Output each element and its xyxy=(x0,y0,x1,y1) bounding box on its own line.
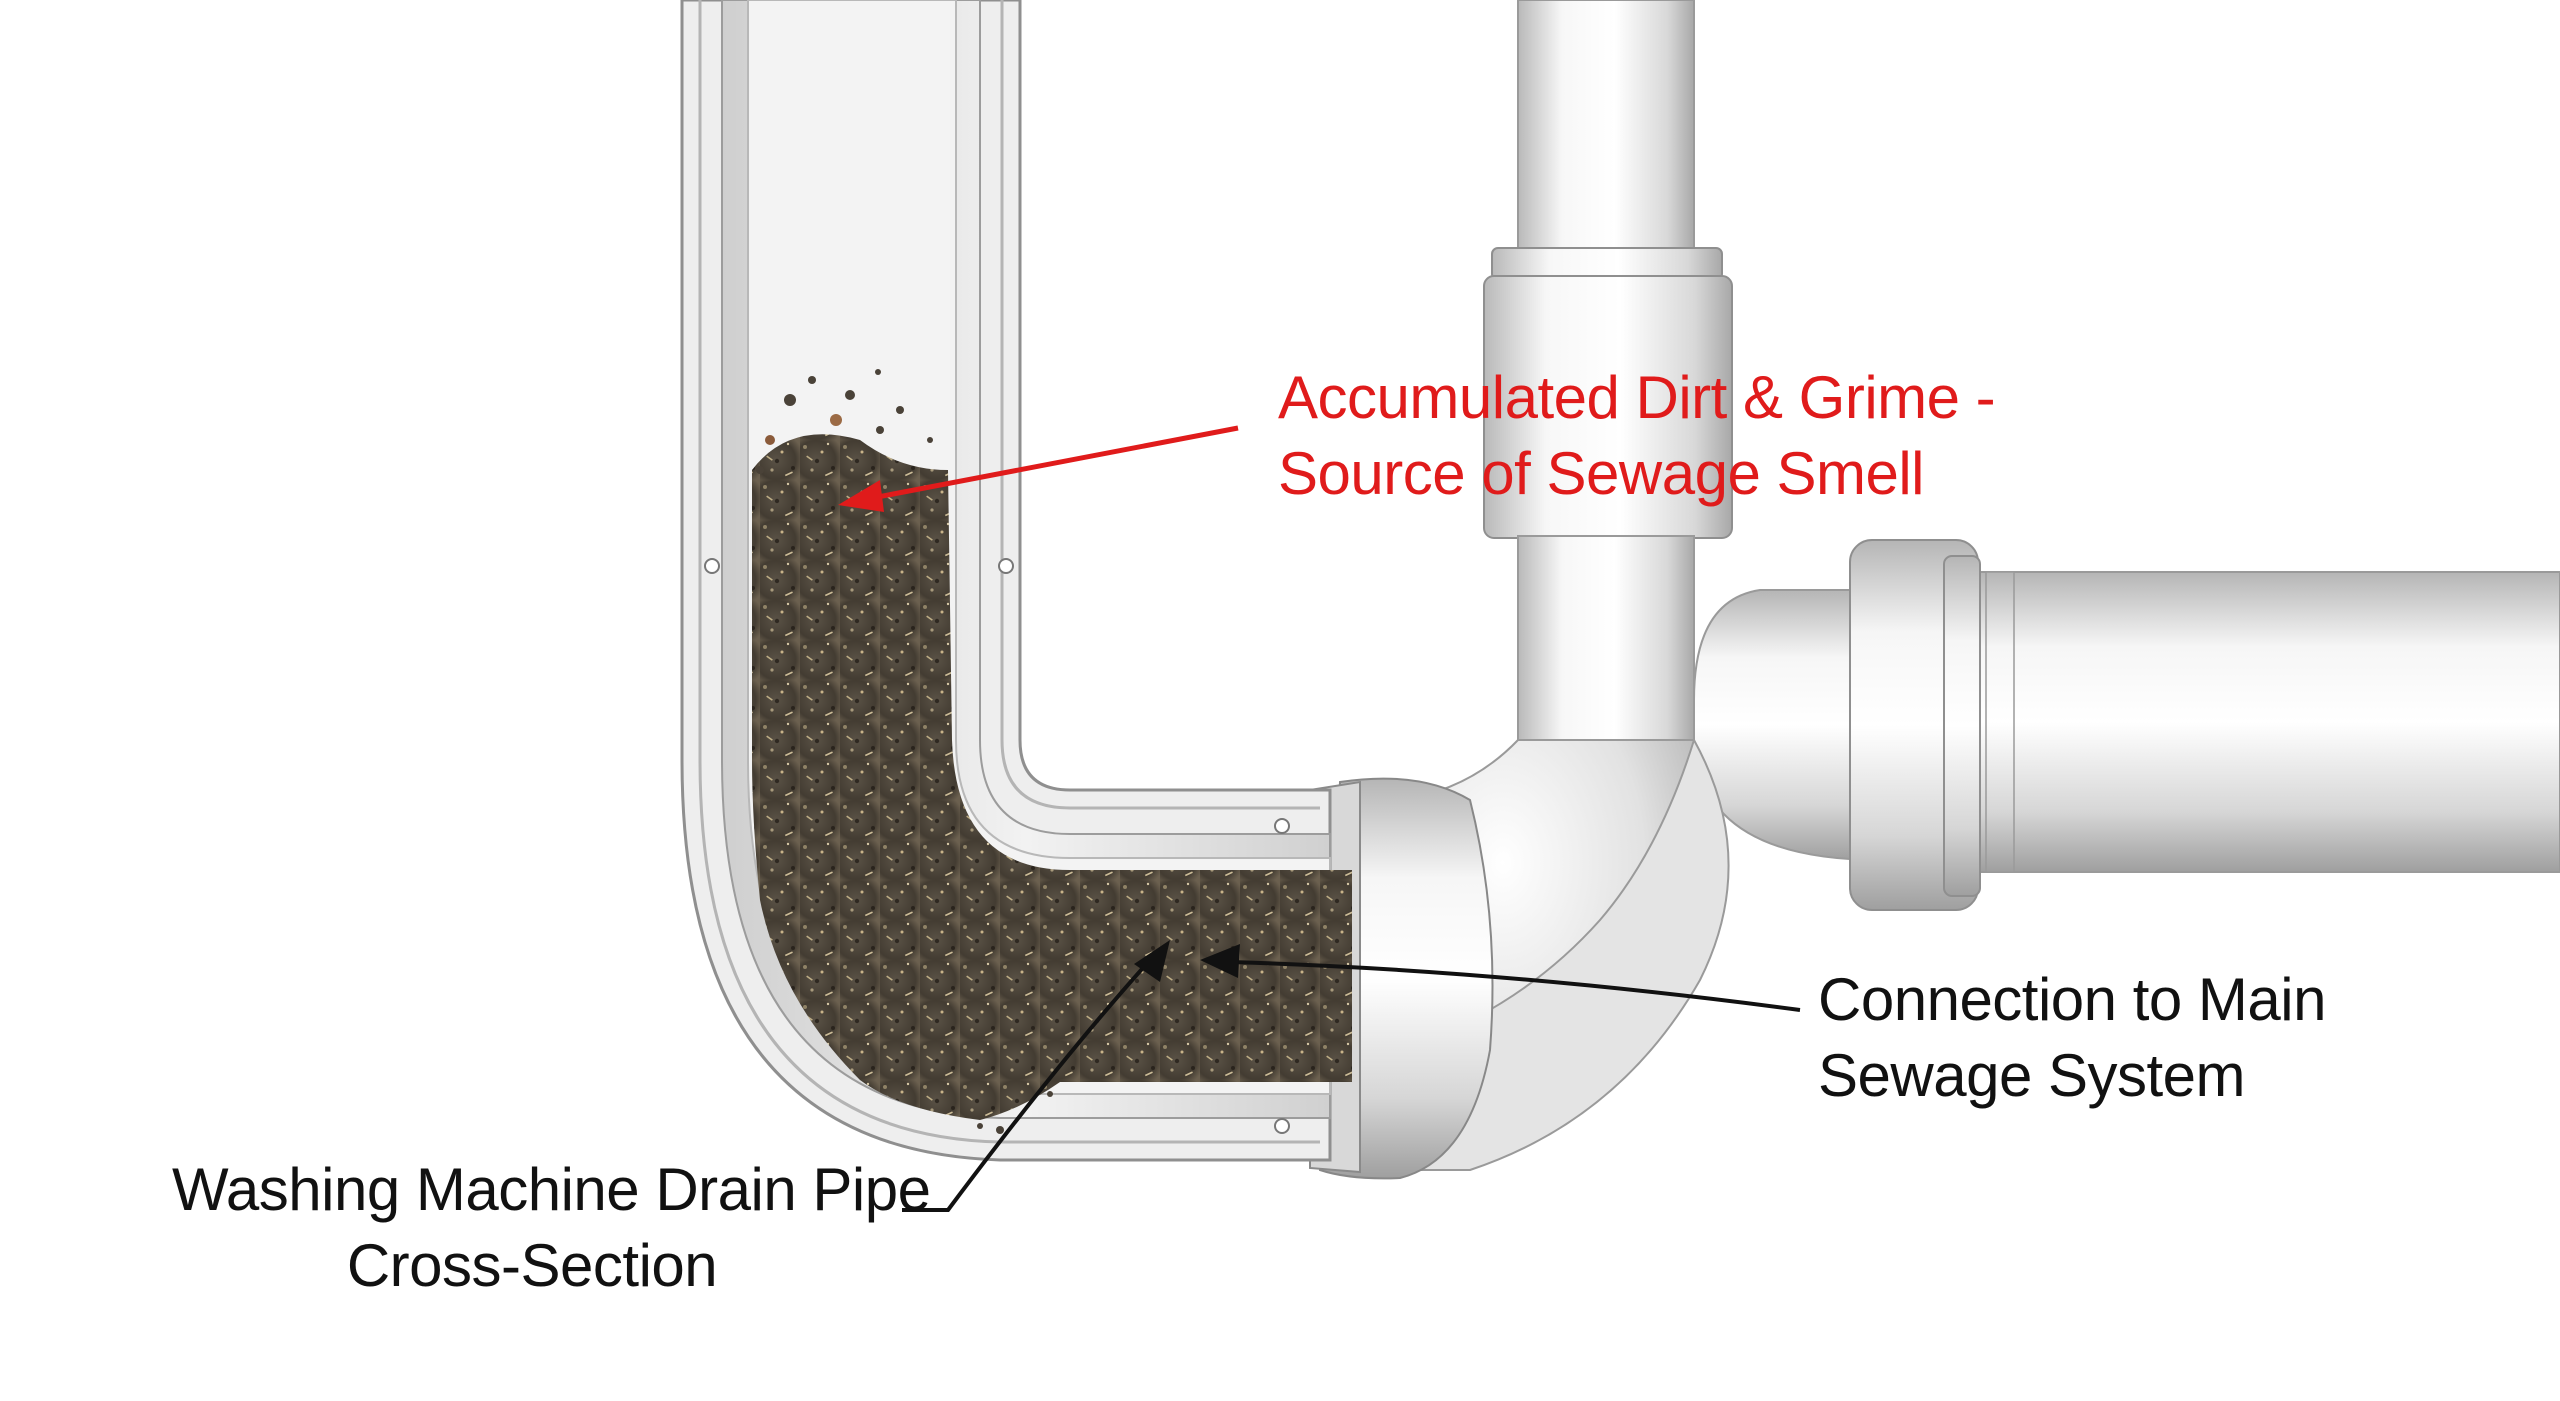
connection-label: Connection to Main Sewage System xyxy=(1818,962,2326,1114)
grime-arrowhead xyxy=(838,480,884,512)
drain-label-line1: Washing Machine Drain Pipe xyxy=(172,1156,931,1223)
grime-label-line2: Source of Sewage Smell xyxy=(1278,440,1925,507)
connection-pointer-arrow xyxy=(1229,960,1801,1012)
drain-pointer-arrow xyxy=(902,958,1152,1212)
connection-arrowhead xyxy=(1200,944,1240,978)
drain-pipe-label: Washing Machine Drain Pipe Cross-Section xyxy=(172,1152,931,1304)
drain-arrowhead xyxy=(1134,940,1170,982)
connection-label-line2: Sewage System xyxy=(1818,1042,2246,1109)
grime-pointer-arrow xyxy=(861,425,1239,503)
drain-label-line2: Cross-Section xyxy=(346,1232,718,1299)
grime-label: Accumulated Dirt & Grime - Source of Sew… xyxy=(1278,360,1996,512)
grime-label-line1: Accumulated Dirt & Grime - xyxy=(1278,364,1996,431)
connection-label-line1: Connection to Main xyxy=(1818,966,2326,1033)
